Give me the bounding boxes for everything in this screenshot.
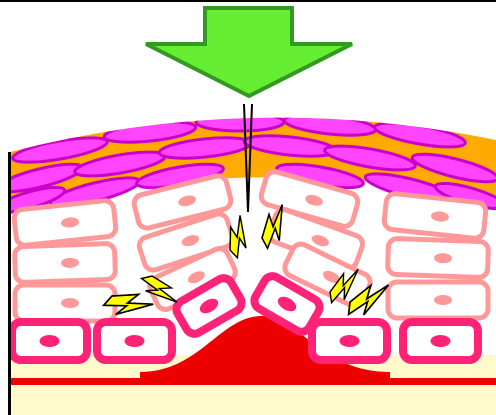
cell-nucleus [125,335,145,347]
flat-cell [196,113,284,131]
frame-top-edge [0,0,496,2]
skin-section [0,111,496,415]
basal-cell [312,322,387,360]
section-left-edge [8,152,11,415]
cell-nucleus [61,298,79,308]
middle-cell [13,200,116,246]
middle-cell [14,243,115,282]
down-arrow-icon [146,8,352,96]
middle-cell [387,238,488,277]
middle-cell [15,285,115,321]
cell-nucleus [434,295,452,305]
cell-nucleus [40,335,60,347]
cell-nucleus [340,335,360,347]
basal-cell [12,322,87,360]
middle-cell [388,282,488,318]
basal-cell [403,322,478,360]
basal-cell [97,322,172,360]
cell-nucleus [431,335,451,347]
middle-cell [383,193,486,239]
